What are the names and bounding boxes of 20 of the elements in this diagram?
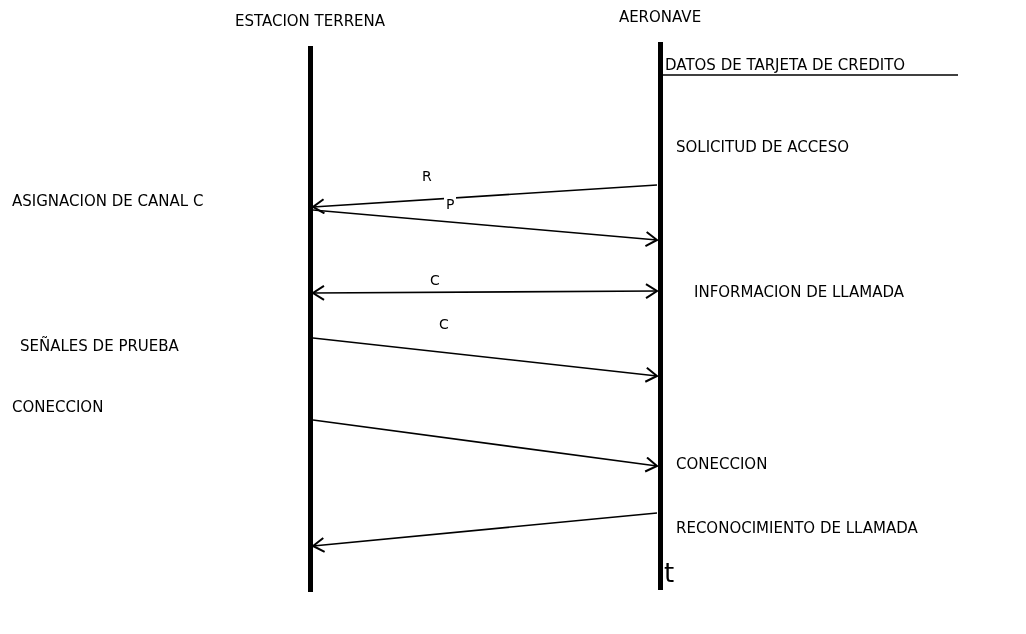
note: CONECCION [12, 398, 104, 416]
lifeline-heading: AERONAVE [617, 8, 703, 26]
edge-label: P [444, 196, 457, 212]
note: INFORMACION DE LLAMADA [694, 283, 904, 301]
note: CONECCION [676, 455, 768, 473]
edge-label: C [437, 316, 451, 332]
arrow [312, 337, 658, 383]
arrow [312, 283, 658, 301]
note: SOLICITUD DE ACCESO [676, 138, 849, 156]
edge-label: R [420, 168, 434, 184]
arrow [312, 512, 658, 553]
time-axis-label: t [664, 558, 675, 588]
lifeline-heading: ESTACION TERRENA [233, 12, 387, 30]
arrow [312, 209, 658, 247]
arrow [312, 419, 658, 473]
note: SEÑALES DE PRUEBA [20, 337, 179, 355]
note: ASIGNACION DE CANAL C [12, 192, 204, 210]
arrow [312, 184, 658, 215]
note: RECONOCIMIENTO DE LLAMADA [676, 519, 918, 537]
edge-label: C [428, 272, 442, 288]
